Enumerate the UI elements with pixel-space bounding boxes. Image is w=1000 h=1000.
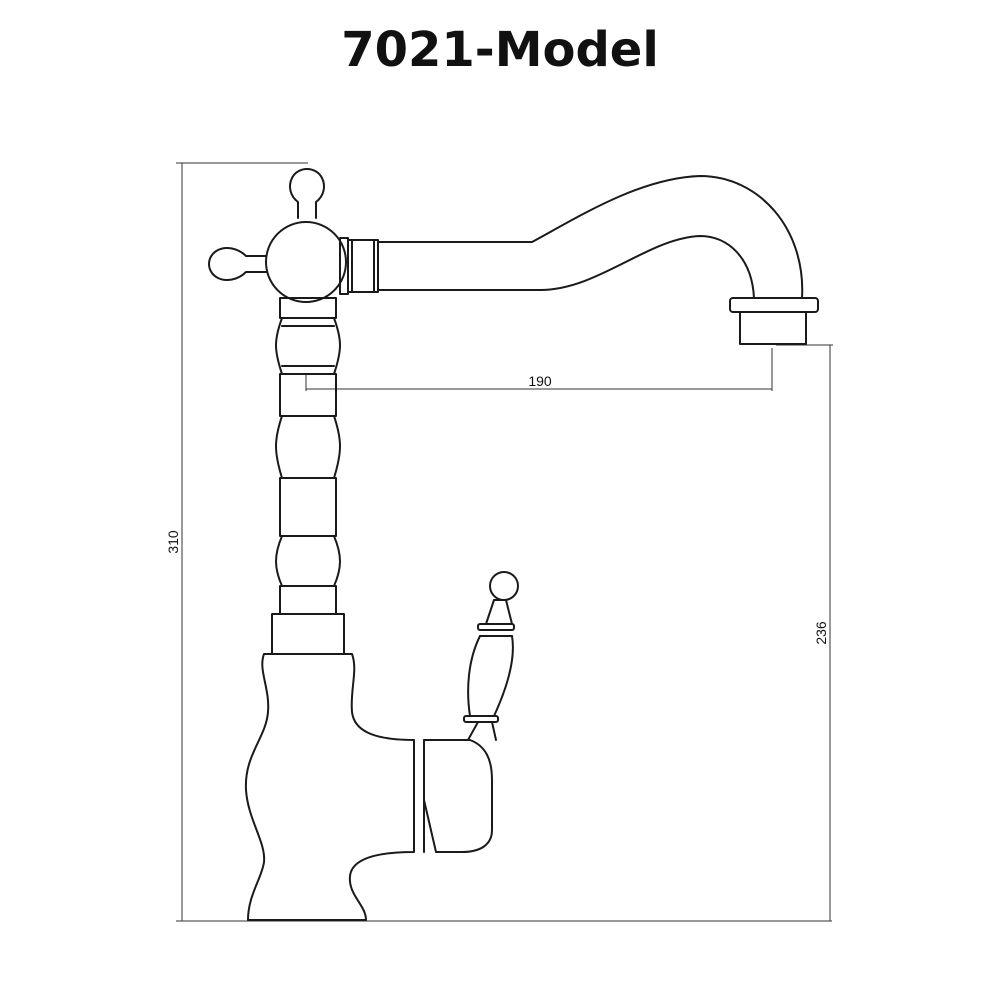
faucet-body: [208, 168, 819, 921]
drawing-title: 7021-Model: [341, 22, 659, 78]
dimension-spout-height: 236: [813, 621, 829, 645]
dimension-spout-reach: 190: [528, 373, 552, 389]
dimension-lines: [176, 162, 833, 922]
dimension-total-height: 310: [165, 530, 181, 554]
